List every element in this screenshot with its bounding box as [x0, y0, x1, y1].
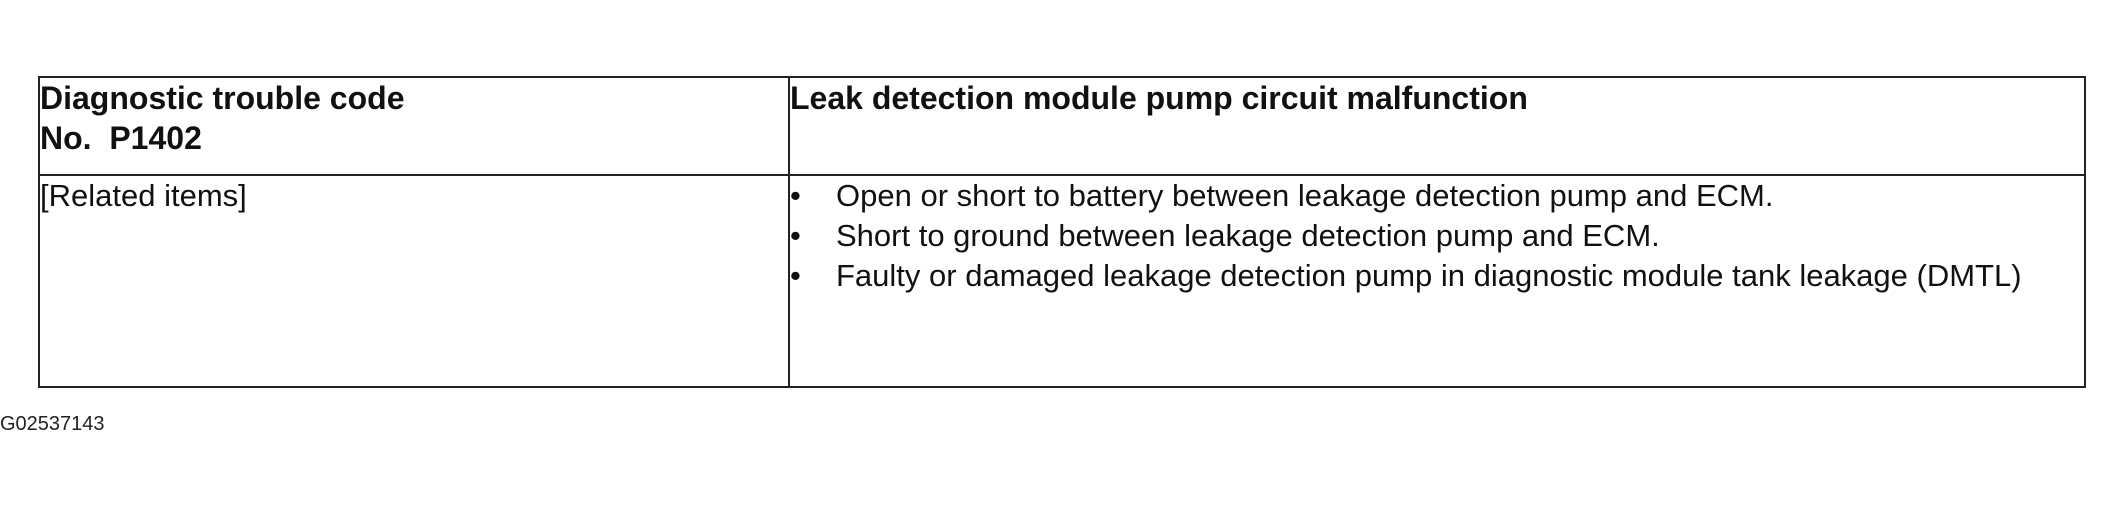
cause-text: Faulty or damaged leakage detection pump…: [836, 258, 2022, 293]
bullet-icon: •: [790, 258, 801, 293]
dtc-label: Diagnostic trouble code: [40, 80, 405, 116]
dtc-number: No. P1402: [40, 120, 202, 156]
cause-list: • Open or short to battery between leaka…: [790, 176, 2084, 296]
related-items-cell: [Related items]: [38, 174, 790, 388]
list-item: • Faulty or damaged leakage detection pu…: [790, 256, 2084, 296]
dtc-description: Leak detection module pump circuit malfu…: [790, 80, 1528, 116]
dtc-description-cell: Leak detection module pump circuit malfu…: [788, 76, 2086, 176]
table-header-row: Diagnostic trouble code No. P1402 Leak d…: [38, 76, 2086, 176]
cause-text: Short to ground between leakage detectio…: [836, 218, 1660, 253]
list-item: • Open or short to battery between leaka…: [790, 176, 2084, 216]
dtc-label-cell: Diagnostic trouble code No. P1402: [38, 76, 790, 176]
figure-id-caption: G02537143: [0, 413, 105, 435]
list-item: • Short to ground between leakage detect…: [790, 216, 2084, 256]
cause-text: Open or short to battery between leakage…: [836, 178, 1774, 213]
table-body-row: [Related items] • Open or short to batte…: [38, 174, 2086, 388]
bullet-icon: •: [790, 218, 801, 253]
related-items-label: [Related items]: [40, 178, 247, 213]
bullet-icon: •: [790, 178, 801, 213]
causes-cell: • Open or short to battery between leaka…: [788, 174, 2086, 388]
diagnostic-trouble-code-table: Diagnostic trouble code No. P1402 Leak d…: [38, 76, 2086, 388]
